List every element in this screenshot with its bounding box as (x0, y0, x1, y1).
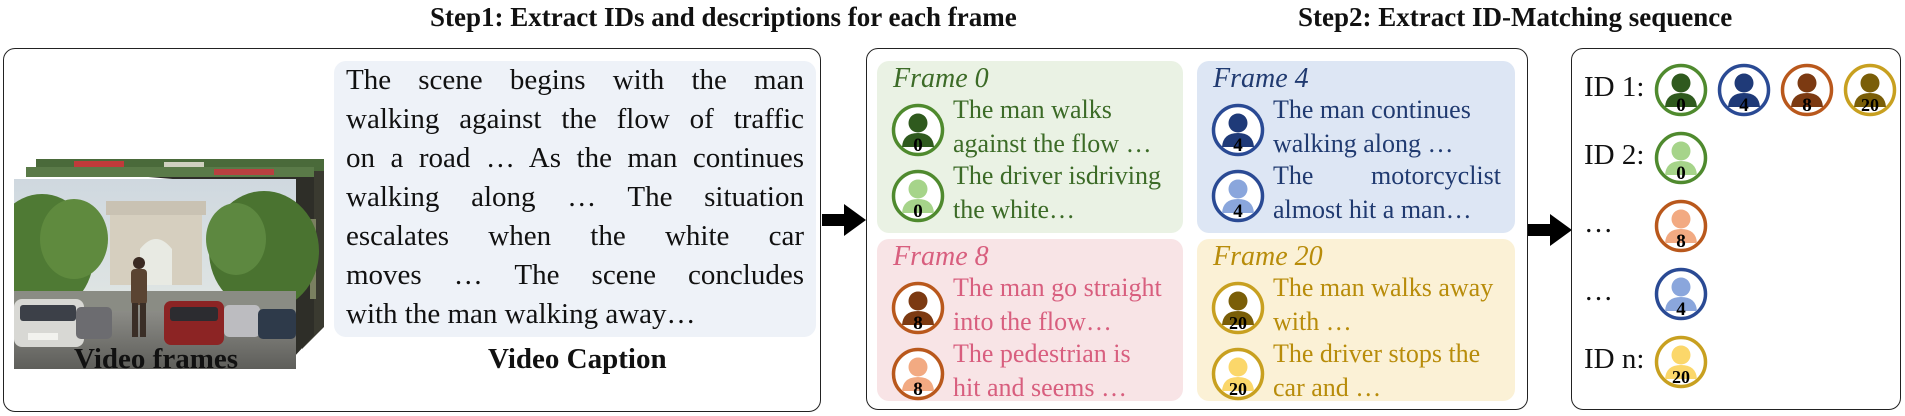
frame-title: Frame 20 (1213, 241, 1323, 272)
avatar-id-number: 4 (1233, 201, 1243, 222)
description-line: The driver stops the (1273, 339, 1481, 368)
caption-line: on a road … As the man continues (346, 142, 804, 174)
person-id-avatar-icon: 20 (1654, 335, 1708, 389)
avatar-id-number: 20 (1672, 367, 1690, 387)
id-row-label: ID 1: (1584, 71, 1645, 103)
step1-title: Step1: Extract IDs and descriptions for … (430, 2, 1017, 32)
avatar-id-number: 0 (1676, 163, 1686, 184)
description-line: The driver isdriving (953, 161, 1161, 190)
description-line: The man continues (1273, 95, 1471, 124)
person-id-avatar-icon: 8 (891, 347, 945, 401)
id-sequence-panel: ID 1: 0 4 8 20 ID 2: 0 … 8 … 4 ID n: 20 (1571, 48, 1901, 410)
caption-line: with the man walking away… (346, 298, 696, 330)
frame-description: The man walks against the flow … (953, 93, 1169, 161)
description-line: The man walks (953, 95, 1112, 124)
frame-title: Frame 0 (893, 63, 989, 94)
person-id-avatar-icon: 8 (1654, 199, 1708, 253)
frame-description: The man go straight into the flow… (953, 271, 1169, 339)
avatar-id-number: 20 (1861, 95, 1879, 115)
person-id-avatar-icon: 0 (1654, 131, 1708, 185)
id-row-label: ID n: (1584, 343, 1645, 375)
person-id-avatar-icon: 20 (1843, 63, 1897, 117)
frame-card: Frame 0 0 The man walks against the flow … 0… (877, 61, 1183, 233)
person-id-avatar-icon: 20 (1211, 281, 1265, 335)
frames-panel: Frame 0 0 The man walks against the flow … 0… (866, 48, 1528, 410)
caption-line: moves … The scene concludes (346, 259, 804, 291)
frame-description: The man walks away with … (1273, 271, 1501, 339)
person-id-avatar-icon: 4 (1211, 103, 1265, 157)
stacked-frame-front (14, 179, 319, 369)
avatar-id-number: 8 (1676, 231, 1686, 252)
person-id-avatar-icon: 4 (1654, 267, 1708, 321)
description-line: into the flow… (953, 307, 1112, 336)
description-line: The man walks away (1273, 273, 1494, 302)
avatar-id-number: 8 (913, 379, 923, 400)
avatar-id-number: 20 (1229, 313, 1247, 333)
avatar-id-number: 0 (913, 135, 923, 156)
frame-description: The man continues walking along … (1273, 93, 1501, 161)
person-id-avatar-icon: 4 (1211, 169, 1265, 223)
avatar-id-number: 4 (1739, 95, 1749, 116)
caption-line: walking along … The situation (346, 181, 804, 213)
description-line: The man go straight (953, 273, 1162, 302)
frame-description: The motorcyclist almost hit a man… (1273, 159, 1501, 227)
avatar-id-number: 0 (1676, 95, 1686, 116)
person-id-avatar-icon: 8 (891, 281, 945, 335)
frame-description: The pedestrian is hit and seems … (953, 337, 1169, 405)
frame-card: Frame 8 8 The man go straight into the flow… (877, 239, 1183, 402)
avatar-id-number: 20 (1229, 379, 1247, 399)
id-row-label: ID 2: (1584, 139, 1645, 171)
avatar-id-number: 4 (1233, 135, 1243, 156)
description-line: against the flow … (953, 129, 1152, 158)
person-id-avatar-icon: 0 (891, 169, 945, 223)
frame-title: Frame 4 (1213, 63, 1309, 94)
frame-description: The driver stops the car and … (1273, 337, 1501, 405)
frame-title: Frame 8 (893, 241, 989, 272)
step2-title: Step2: Extract ID-Matching sequence (1298, 2, 1733, 32)
arrow-right-icon (1528, 214, 1572, 246)
avatar-id-number: 0 (913, 201, 923, 222)
caption-text: The scene begins with the man walking aga… (346, 61, 804, 334)
frame-card: Frame 4 4 The man continues walking along …… (1197, 61, 1515, 233)
id-row-label: … (1584, 275, 1613, 307)
id-row-label: … (1584, 207, 1613, 239)
person-id-avatar-icon: 0 (891, 103, 945, 157)
frame-description: The driver isdriving the white… (953, 159, 1169, 227)
description-line: car and … (1273, 373, 1382, 402)
description-line: with … (1273, 307, 1352, 336)
description-line: the white… (953, 195, 1076, 224)
arrow-right-icon (822, 204, 866, 236)
video-caption-box: The scene begins with the man walking aga… (334, 61, 816, 337)
description-line: almost hit a man… (1273, 195, 1472, 224)
person-id-avatar-icon: 8 (1780, 63, 1834, 117)
description-line: hit and seems … (953, 373, 1128, 402)
caption-line: walking against the flow of traffic (346, 103, 804, 135)
description-line: The pedestrian is (953, 339, 1131, 368)
description-line: walking along … (1273, 129, 1454, 158)
person-id-avatar-icon: 20 (1211, 347, 1265, 401)
video-panel: Video frames The scene begins with the m… (3, 48, 821, 412)
video-caption-label: Video Caption (488, 343, 667, 375)
person-id-avatar-icon: 0 (1654, 63, 1708, 117)
person-id-avatar-icon: 4 (1717, 63, 1771, 117)
caption-line: The scene begins with the man (346, 64, 804, 96)
video-frames-label: Video frames (74, 343, 239, 375)
avatar-id-number: 8 (913, 313, 923, 334)
avatar-id-number: 4 (1676, 299, 1686, 320)
avatar-id-number: 8 (1802, 95, 1812, 116)
caption-line: escalates when the white car (346, 220, 804, 252)
video-frames-image (14, 159, 324, 369)
description-line: The motorcyclist (1273, 161, 1501, 190)
